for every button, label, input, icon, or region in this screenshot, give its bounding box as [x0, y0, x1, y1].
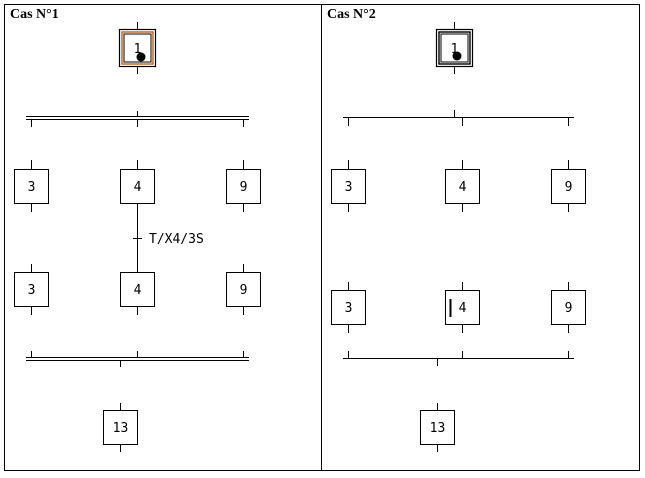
step-box[interactable]: [226, 272, 261, 307]
step-label: 1: [134, 42, 142, 57]
step-label: 13: [113, 421, 129, 436]
step-box[interactable]: [551, 290, 586, 325]
step-label: 9: [240, 283, 248, 298]
step-label: 9: [565, 301, 573, 316]
transition-label: T/X4/3S: [149, 232, 204, 247]
step-label: 3: [28, 283, 36, 298]
step-label: 13: [430, 421, 446, 436]
step-label: 4: [459, 301, 467, 316]
step-label: 3: [28, 180, 36, 195]
step-box[interactable]: [14, 272, 49, 307]
panel-case-1: Cas N°1 1 3 4 9 T/X4/3S: [10, 7, 261, 452]
panel-title: Cas N°2: [327, 7, 376, 22]
panel-case-2: Cas N°2 1 3 4 9 3: [327, 7, 586, 452]
step-label: 3: [345, 301, 353, 316]
step-box[interactable]: [14, 169, 49, 204]
step-label: 4: [134, 180, 142, 195]
step-box[interactable]: [226, 169, 261, 204]
step-box[interactable]: [331, 169, 366, 204]
active-token-icon: [136, 52, 146, 62]
step-label: 3: [345, 180, 353, 195]
panel-title: Cas N°1: [10, 7, 59, 22]
active-token-icon: [452, 51, 462, 61]
step-label: 4: [134, 283, 142, 298]
step-label: 9: [565, 180, 573, 195]
step-label: 9: [240, 180, 248, 195]
step-box[interactable]: [445, 169, 480, 204]
initial-step-1[interactable]: 1: [435, 28, 474, 68]
step-box[interactable]: [331, 290, 366, 325]
step-label: 1: [451, 42, 459, 57]
step-box[interactable]: [420, 410, 455, 445]
step-box[interactable]: [120, 272, 155, 307]
step-box[interactable]: [103, 410, 138, 445]
initial-step-1[interactable]: 1: [118, 28, 157, 68]
step-box[interactable]: [120, 169, 155, 204]
step-label: 4: [459, 180, 467, 195]
step-box[interactable]: [551, 169, 586, 204]
